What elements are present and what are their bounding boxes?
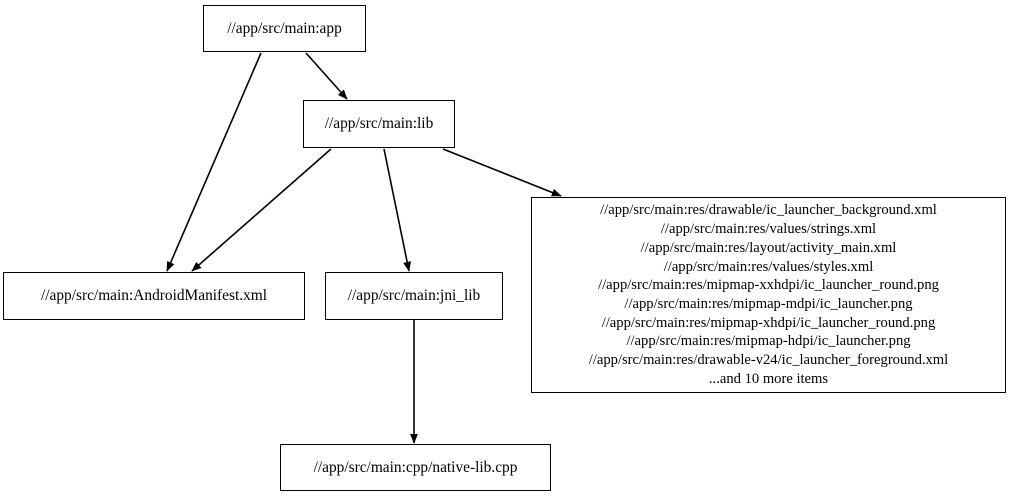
node-res-group[interactable]: //app/src/main:res/drawable/ic_launcher_…: [531, 197, 1006, 393]
node-res-group-label: //app/src/main:res/drawable/ic_launcher_…: [589, 201, 948, 388]
node-jni-lib[interactable]: //app/src/main:jni_lib: [325, 272, 503, 320]
node-res-group-line: //app/src/main:res/layout/activity_main.…: [640, 239, 897, 256]
node-res-group-line: //app/src/main:res/drawable-v24/ic_launc…: [588, 352, 949, 369]
edge-lib-to-jni-lib: [383, 148, 412, 272]
node-lib[interactable]: //app/src/main:lib: [303, 100, 455, 148]
node-res-group-line: //app/src/main:res/mipmap-xxhdpi/ic_laun…: [598, 277, 939, 294]
node-android-manifest[interactable]: //app/src/main:AndroidManifest.xml: [3, 272, 305, 320]
node-lib-label: //app/src/main:lib: [324, 115, 434, 133]
edge-app-to-lib: [305, 52, 348, 100]
node-res-group-line: //app/src/main:res/values/styles.xml: [663, 258, 874, 275]
edge-app-to-androidmanifest: [166, 52, 262, 272]
edge-lib-to-androidmanifest: [191, 148, 332, 272]
node-native-lib-cpp-label: //app/src/main:cpp/native-lib.cpp: [313, 458, 518, 476]
node-res-group-line: //app/src/main:res/mipmap-xhdpi/ic_launc…: [601, 314, 936, 331]
node-jni-lib-label: //app/src/main:jni_lib: [347, 287, 481, 305]
edge-lib-to-res-group: [442, 148, 562, 197]
node-android-manifest-label: //app/src/main:AndroidManifest.xml: [40, 287, 268, 305]
node-res-group-line: //app/src/main:res/drawable/ic_launcher_…: [600, 202, 937, 219]
node-res-group-line: ...and 10 more items: [708, 370, 829, 387]
node-res-group-line: //app/src/main:res/mipmap-hdpi/ic_launch…: [626, 333, 911, 350]
node-app-label: //app/src/main:app: [227, 19, 342, 37]
node-app[interactable]: //app/src/main:app: [203, 5, 366, 52]
node-res-group-line: //app/src/main:res/mipmap-mdpi/ic_launch…: [624, 296, 913, 312]
node-native-lib-cpp[interactable]: //app/src/main:cpp/native-lib.cpp: [280, 444, 551, 491]
node-res-group-line: //app/src/main:res/values/strings.xml: [660, 221, 877, 238]
